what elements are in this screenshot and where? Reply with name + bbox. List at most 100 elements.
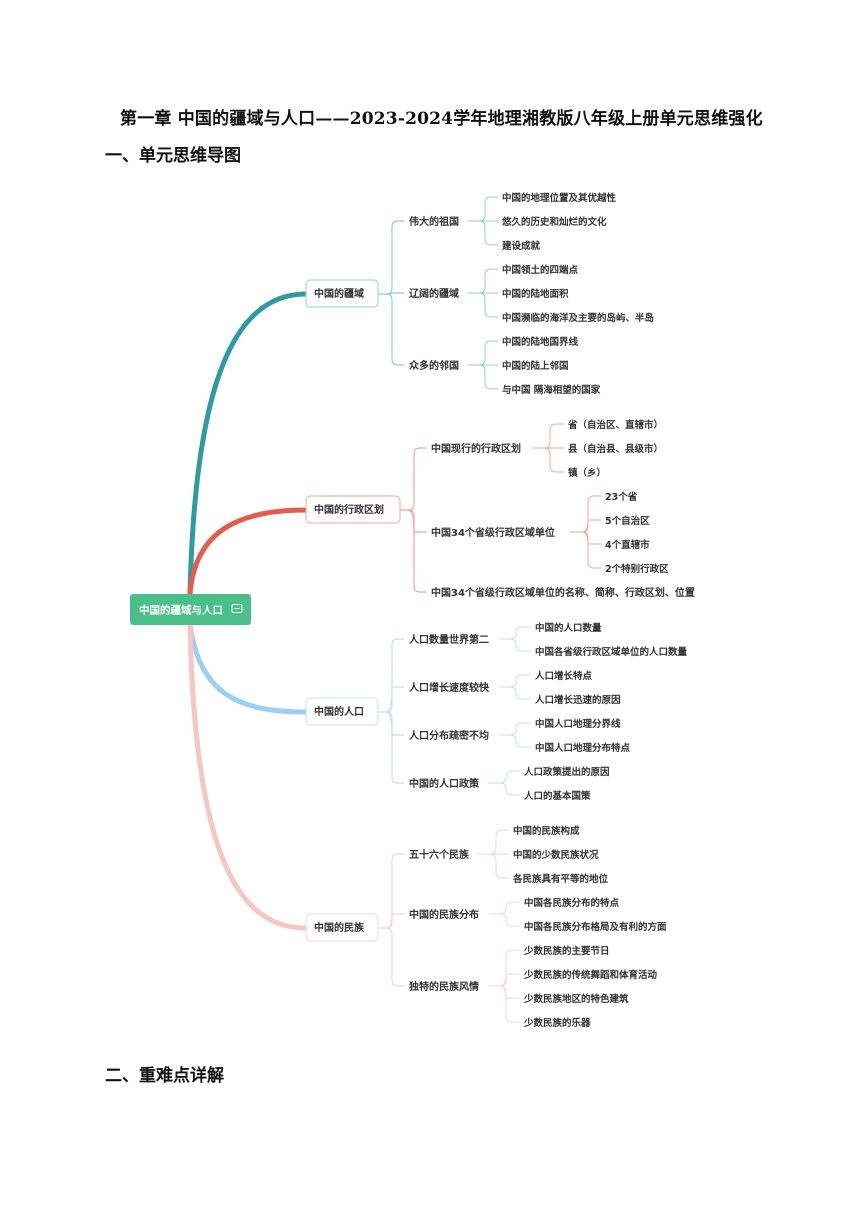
connector-line: [543, 423, 565, 449]
connector-line: [581, 519, 602, 533]
leaf-topic[interactable]: 中国濒临的海洋及主要的岛屿、半岛: [502, 312, 654, 324]
leaf-topic[interactable]: 人口增长迅速的原因: [535, 694, 621, 706]
topic-ethnic-distribution[interactable]: 中国的民族分布: [409, 908, 479, 921]
leaf-topic[interactable]: 中国的陆地面积: [502, 288, 569, 300]
leaf-topic[interactable]: 中国的少数民族状况: [513, 849, 599, 861]
connector-line: [581, 495, 602, 533]
leaf-topic[interactable]: 少数民族的乐器: [523, 1017, 591, 1029]
leaf-topic[interactable]: 中国人口地理分布特点: [535, 742, 631, 754]
connector-line: [499, 782, 520, 796]
leaf-topic[interactable]: 中国的陆上邻国: [502, 360, 569, 372]
connector-line: [499, 770, 520, 784]
branch-node-label: 中国的行政区划: [314, 503, 384, 516]
topic-56-ethnic-groups[interactable]: 五十六个民族: [409, 848, 470, 861]
leaf-topic[interactable]: 中国的陆地国界线: [502, 336, 579, 348]
connector-line: [543, 447, 565, 473]
connector-line: [407, 509, 427, 593]
connector-line: [509, 674, 531, 688]
collapse-icon[interactable]: [231, 604, 243, 613]
connector-line: [478, 292, 499, 318]
leaf-topic[interactable]: 2个特别行政区: [605, 563, 669, 575]
leaf-topic[interactable]: 少数民族地区的特色建筑: [523, 993, 629, 1005]
connector-line: [385, 686, 405, 713]
connector-line: [509, 686, 531, 700]
root-node-label: 中国的疆域与人口: [139, 604, 223, 617]
connector-line: [478, 340, 499, 366]
leaf-topic[interactable]: 中国人口地理分界线: [535, 718, 621, 730]
connector-line: [499, 949, 520, 987]
topic-vast-territory[interactable]: 辽阔的疆域: [409, 287, 459, 300]
section-heading-mindmap: 一、单元思维导图: [105, 146, 241, 166]
leaf-topic[interactable]: 中国领土的四端点: [502, 264, 579, 276]
leaf-topic[interactable]: 中国的人口数量: [535, 622, 602, 634]
topic-34-provincial-units[interactable]: 中国34个省级行政区域单位: [431, 526, 555, 539]
leaf-topic[interactable]: 5个自治区: [605, 515, 650, 527]
branch-node-label: 中国的民族: [314, 921, 365, 934]
leaf-topic[interactable]: 与中国 隔海相望的国家: [502, 384, 601, 396]
leaf-topic[interactable]: 各民族具有平等的地位: [512, 873, 609, 885]
connector-line: [499, 985, 520, 1023]
topic-ethnic-customs[interactable]: 独特的民族风情: [409, 980, 479, 993]
connector-line: [478, 220, 499, 246]
leaf-topic[interactable]: 中国的民族构成: [513, 825, 580, 837]
topic-population-second[interactable]: 人口数量世界第二: [409, 633, 489, 646]
connector-line: [499, 973, 520, 987]
leaf-topic[interactable]: 人口的基本国策: [524, 790, 591, 802]
topic-provincial-units-details[interactable]: 中国34个省级行政区域单位的名称、简称、行政区划、位置: [431, 586, 695, 599]
leaf-topic[interactable]: 中国各民族分布的特点: [524, 897, 620, 909]
connector-line: [187, 291, 309, 597]
branch-node-box: [305, 697, 379, 726]
leaf-topic[interactable]: 少数民族的主要节日: [523, 945, 610, 957]
leaf-topic[interactable]: 县（自治县、县级市）: [568, 443, 663, 455]
connector-line: [385, 293, 405, 366]
document-title: 第一章 中国的疆域与人口——2023-2024学年地理湘教版八年级上册单元思维强…: [120, 109, 763, 129]
connector-line: [581, 531, 602, 569]
connector-line: [489, 853, 510, 879]
root-node-box: [130, 594, 251, 625]
connector-line: [509, 722, 531, 736]
leaf-topic[interactable]: 23个省: [605, 491, 638, 503]
connector-line: [499, 913, 520, 927]
connector-line: [385, 853, 405, 929]
topic-population-growth[interactable]: 人口增长速度较快: [409, 681, 490, 694]
leaf-topic[interactable]: 少数民族的传统舞蹈和体育活动: [523, 969, 658, 981]
leaf-topic[interactable]: 人口政策提出的原因: [524, 766, 610, 778]
connector-line: [187, 622, 309, 931]
leaf-topic[interactable]: 建设成就: [501, 240, 541, 252]
mind-map-nodes: 中国的疆域与人口 中国的疆域 中国的行政区划 中国的人口: [130, 192, 695, 1029]
topic-many-neighbors[interactable]: 众多的邻国: [409, 359, 459, 372]
topic-current-admin-division[interactable]: 中国现行的行政区划: [431, 442, 521, 455]
topic-population-policy[interactable]: 中国的人口政策: [409, 777, 480, 790]
leaf-topic[interactable]: 中国的地理位置及其优越性: [502, 192, 617, 204]
connector-line: [407, 447, 427, 511]
leaf-topic[interactable]: 中国各省级行政区域单位的人口数量: [535, 646, 688, 658]
leaf-topic[interactable]: 镇（乡）: [568, 467, 606, 479]
topic-population-distribution[interactable]: 人口分布疏密不均: [409, 729, 489, 742]
branch-node-population[interactable]: 中国的人口: [305, 697, 379, 726]
leaf-topic[interactable]: 4个直辖市: [605, 539, 650, 551]
connector-line: [385, 638, 405, 713]
leaf-topic[interactable]: 悠久的历史和灿烂的文化: [501, 216, 607, 228]
connector-line: [489, 829, 510, 855]
root-node[interactable]: 中国的疆域与人口: [130, 594, 251, 625]
connector-line: [385, 711, 405, 784]
connector-line: [509, 734, 531, 748]
branch-node-territory[interactable]: 中国的疆域: [305, 279, 379, 308]
branch-node-ethnic-groups[interactable]: 中国的民族: [305, 913, 379, 942]
branch-node-box: [305, 913, 379, 942]
branch-node-label: 中国的疆域: [314, 287, 364, 300]
connector-line: [478, 196, 499, 222]
connector-line: [499, 985, 520, 999]
connector-line: [385, 927, 405, 987]
connector-line: [385, 913, 405, 929]
branch-node-box: [305, 279, 379, 308]
topic-great-motherland[interactable]: 伟大的祖国: [409, 215, 459, 228]
leaf-topic[interactable]: 中国各民族分布格局及有利的方面: [524, 921, 667, 933]
connector-line: [509, 638, 531, 652]
leaf-topic[interactable]: 省（自治区、直辖市）: [567, 419, 663, 431]
leaf-topic[interactable]: 人口增长特点: [535, 670, 593, 682]
branch-node-admin-division[interactable]: 中国的行政区划: [305, 495, 401, 524]
branch-node-label: 中国的人口: [314, 705, 364, 718]
